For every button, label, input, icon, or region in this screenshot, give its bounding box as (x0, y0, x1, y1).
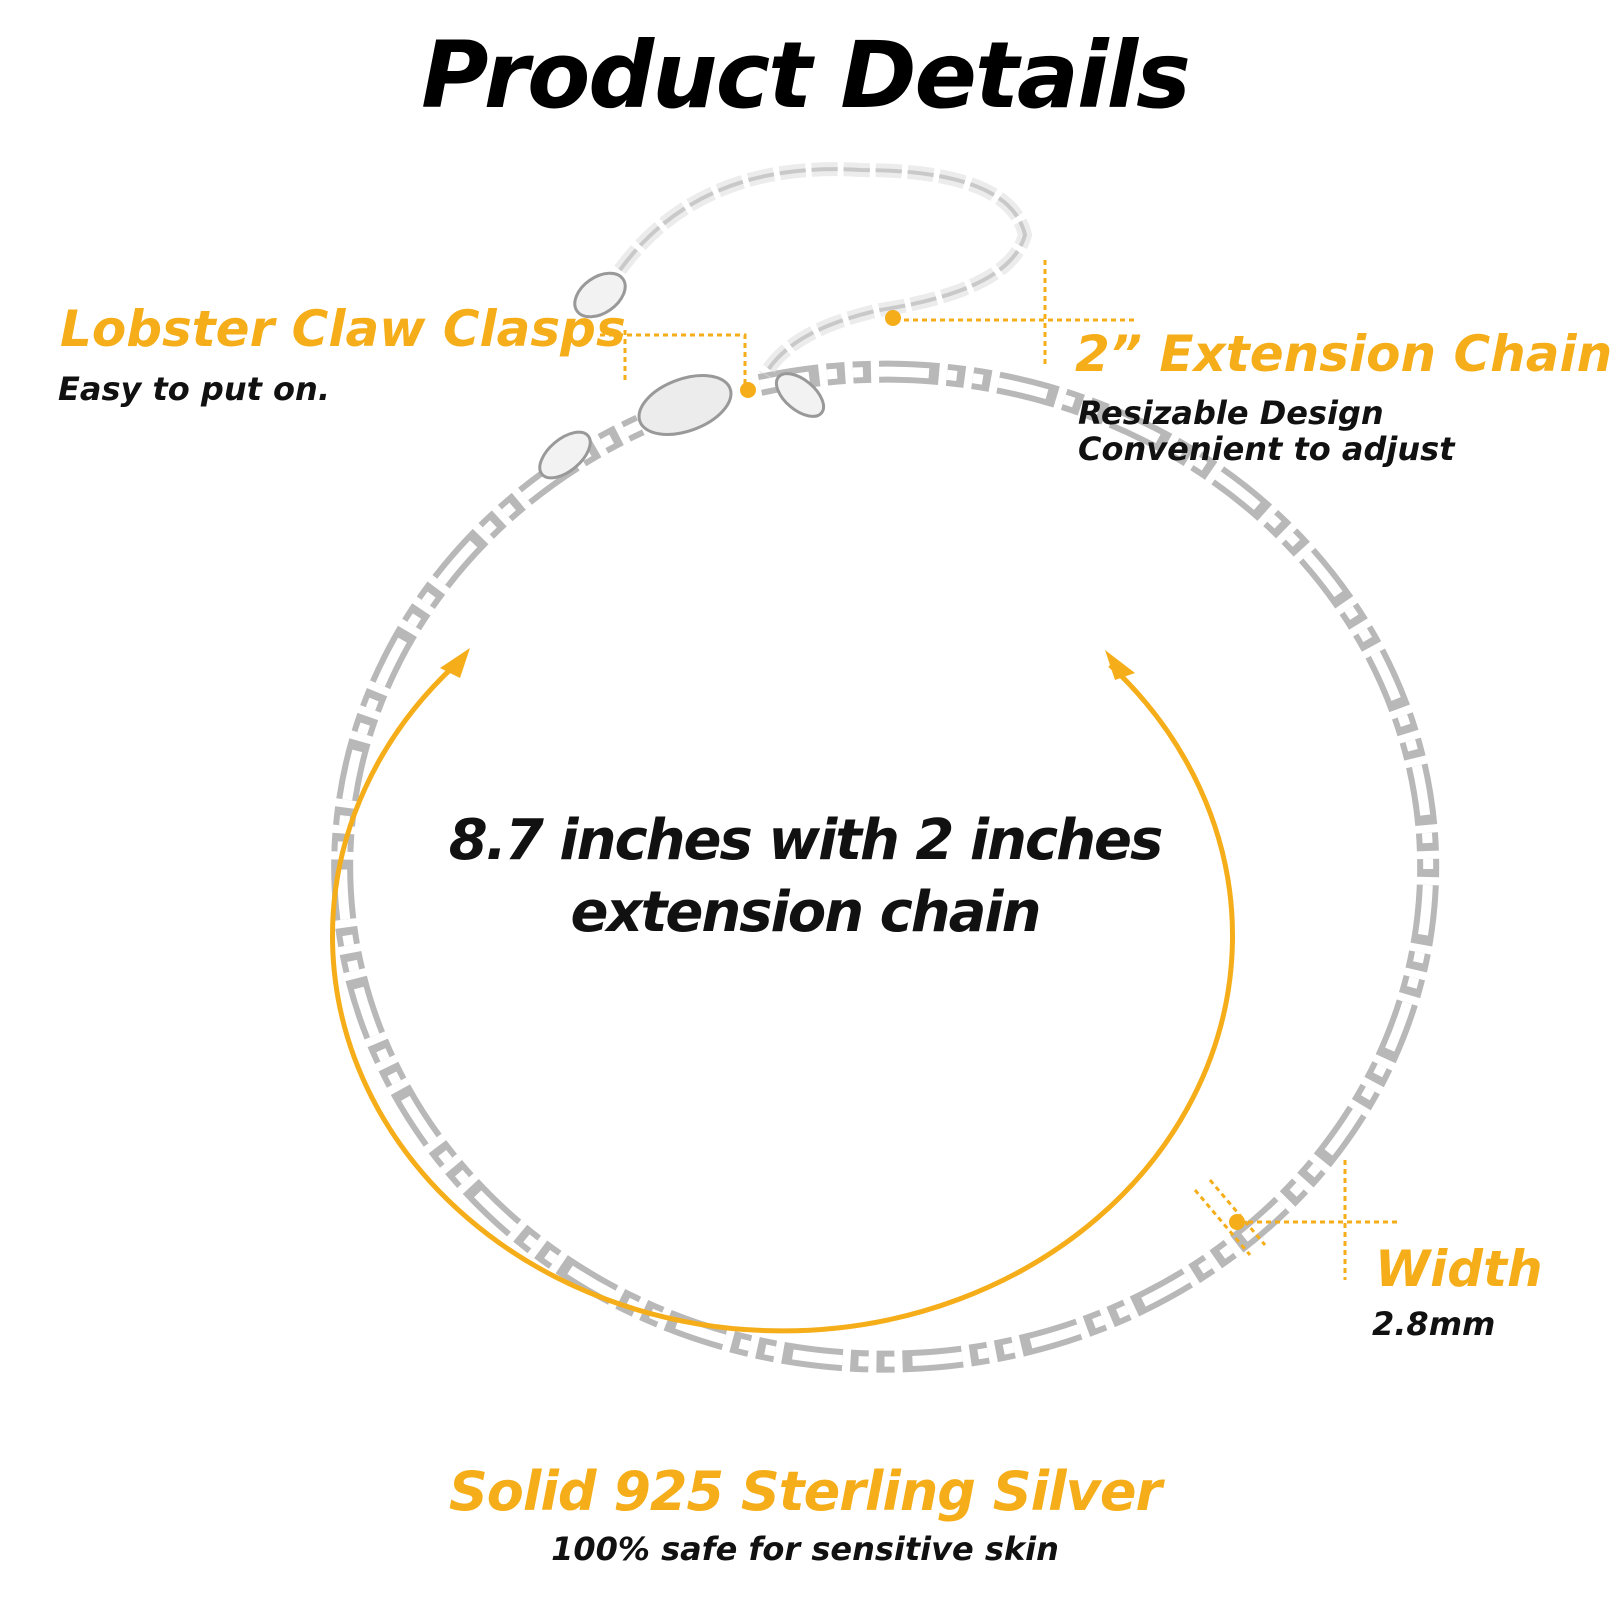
extension-chain (614, 162, 1033, 379)
clasp-marker (740, 382, 756, 398)
width-marker (1229, 1214, 1245, 1230)
clasp-sub: Easy to put on. (58, 370, 330, 408)
lobster-clasp (538, 271, 826, 480)
arrow-head-left-icon (440, 648, 470, 678)
length-line2: extension chain (570, 880, 1042, 945)
material-heading: Solid 925 Sterling Silver (448, 1460, 1162, 1523)
arrow-head-right-icon (1105, 650, 1135, 680)
figaro-chain (331, 360, 1440, 1373)
extension-marker (885, 310, 901, 326)
page-title: Product Details (421, 22, 1191, 129)
material-sub: 100% safe for sensitive skin (551, 1530, 1059, 1568)
extension-sub1: Resizable Design (1078, 394, 1384, 432)
length-line1: 8.7 inches with 2 inches (448, 808, 1164, 873)
extension-heading: 2” Extension Chain (1075, 325, 1610, 383)
width-heading: Width (1375, 1240, 1543, 1298)
leader-lines (600, 260, 1400, 1280)
extension-sub2: Convenient to adjust (1078, 430, 1455, 468)
length-arc (330, 648, 1235, 1334)
clasp-heading: Lobster Claw Clasps (60, 300, 626, 358)
width-sub: 2.8mm (1372, 1305, 1496, 1343)
